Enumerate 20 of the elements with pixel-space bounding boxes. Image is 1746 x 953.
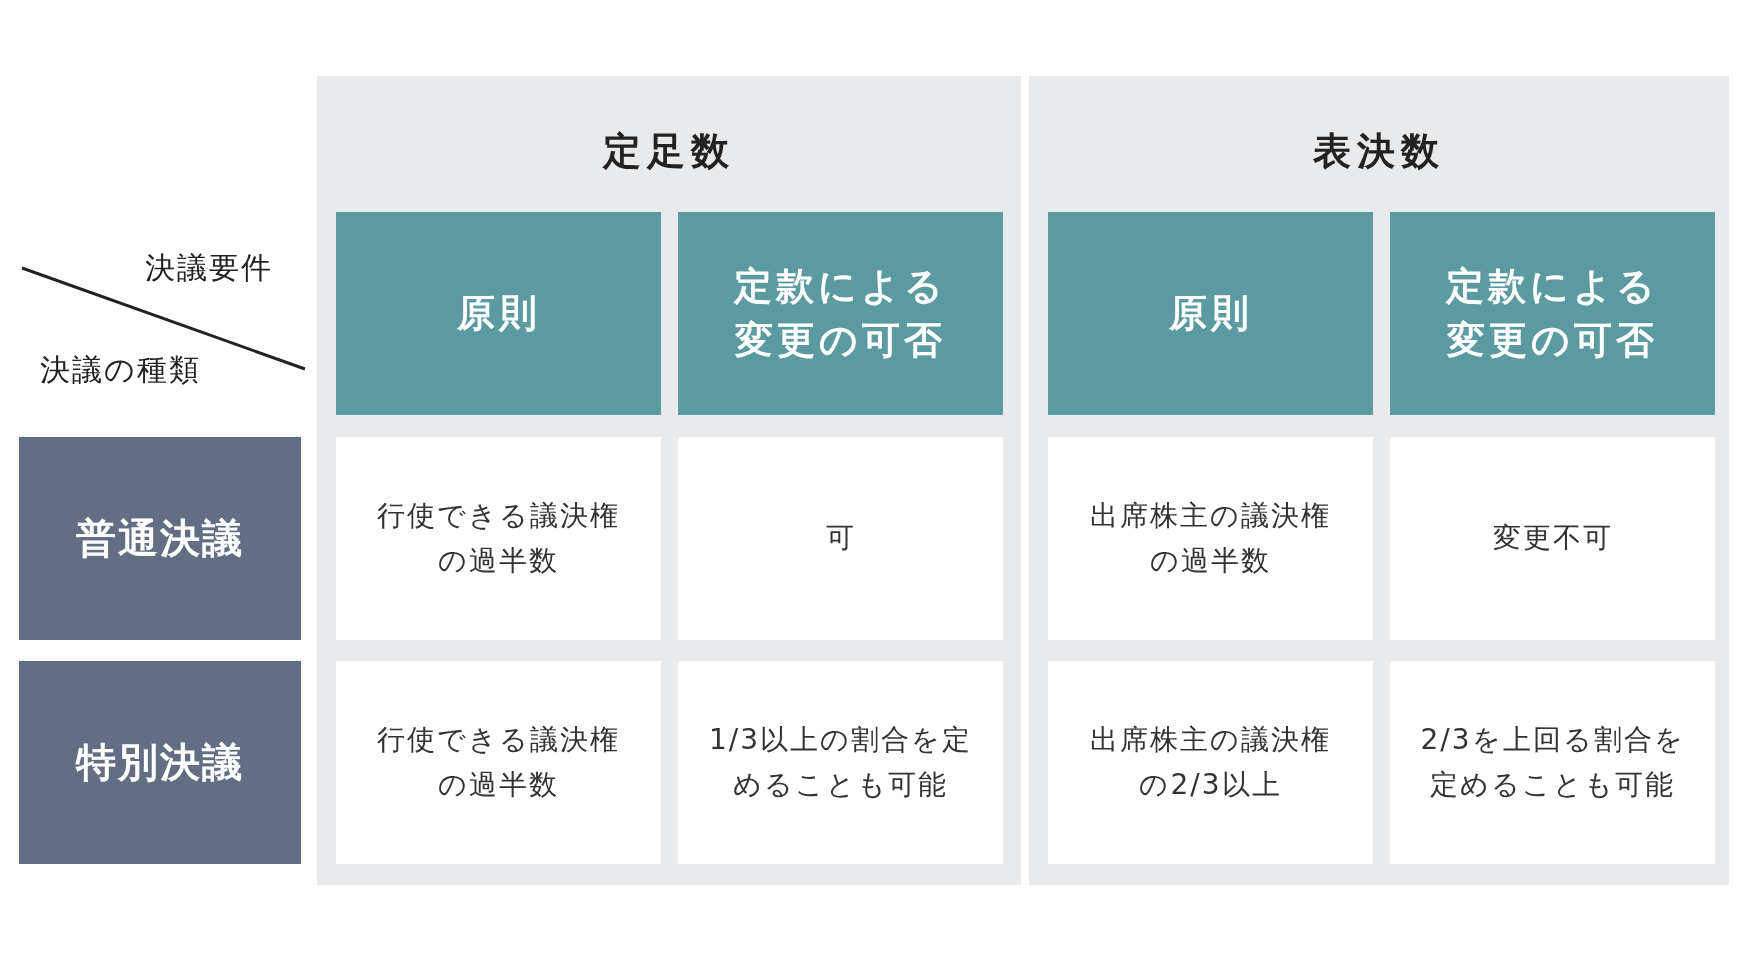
column-group-heading: 表決数 — [1312, 128, 1446, 175]
row-header: 特別決議 — [19, 661, 301, 864]
column-header: 原則 — [1048, 212, 1373, 415]
table-cell: 2/3を上回る割合を定めることも可能 — [1390, 661, 1715, 864]
column-header: 定款による変更の可否 — [1390, 212, 1715, 415]
axis-caption: 決議要件 — [145, 249, 273, 287]
axis-caption: 決議の種類 — [40, 351, 201, 389]
table-cell: 行使できる議決権の過半数 — [336, 661, 661, 864]
table-cell: 変更不可 — [1390, 437, 1715, 640]
table-cell: 行使できる議決権の過半数 — [336, 437, 661, 640]
column-header: 定款による変更の可否 — [678, 212, 1003, 415]
table-cell: 出席株主の議決権の過半数 — [1048, 437, 1373, 640]
table-column-group — [317, 76, 1021, 885]
table-cell: 1/3以上の割合を定めることも可能 — [678, 661, 1003, 864]
column-group-heading: 定足数 — [601, 128, 736, 175]
column-header: 原則 — [336, 212, 661, 415]
table-column-group — [1029, 76, 1729, 885]
table-cell: 可 — [678, 437, 1003, 640]
table-cell: 出席株主の議決権の2/3以上 — [1048, 661, 1373, 864]
row-header: 普通決議 — [19, 437, 301, 640]
